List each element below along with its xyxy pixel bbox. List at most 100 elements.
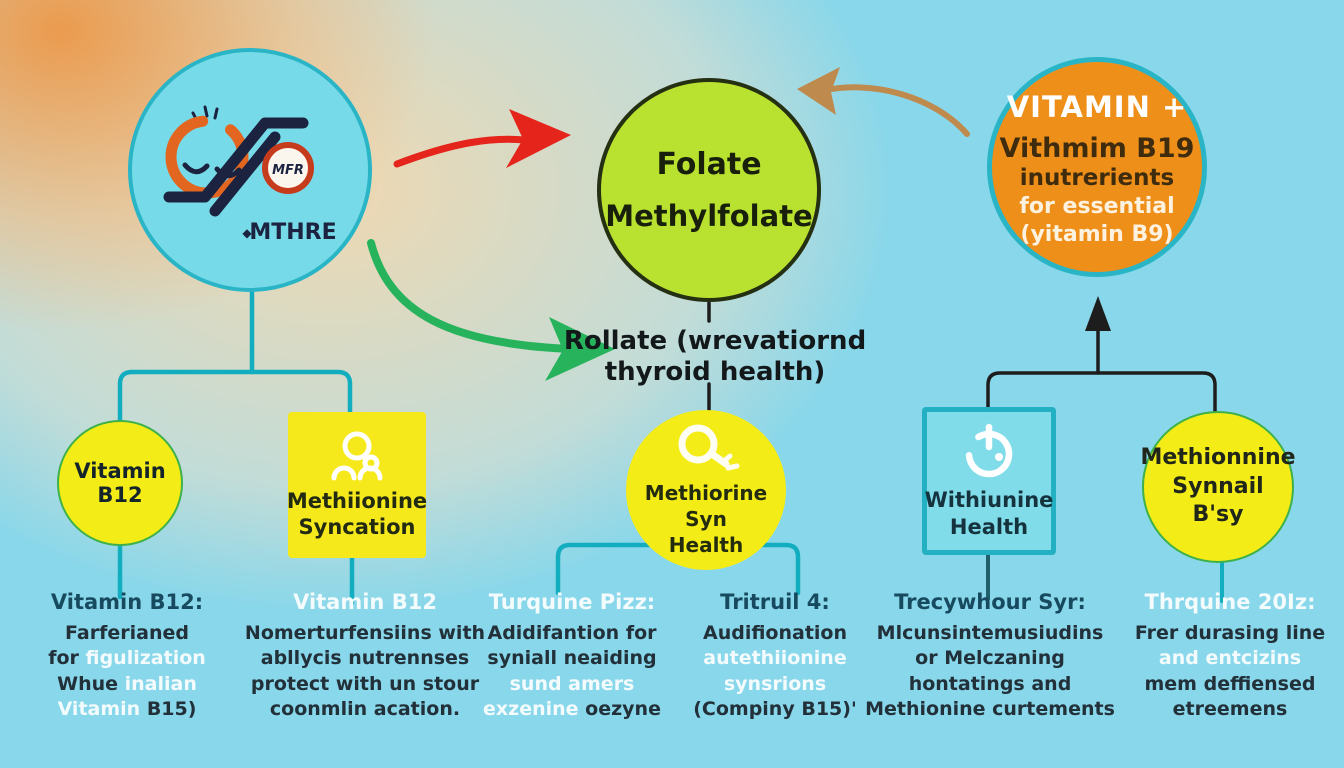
column-text-line: synsrions xyxy=(645,672,905,697)
up-arrowhead xyxy=(1085,296,1111,331)
vitamin-circle: VITAMIN + Vithmim B19 inutrerients for e… xyxy=(987,57,1207,277)
methiorine-syn-circle: Methiorine Syn Health xyxy=(626,410,786,570)
methylfolate-line: Methylfolate xyxy=(605,199,813,233)
note-column-trecywhour: Trecywhour Syr: Mlcunsintemusiudins or Mel… xyxy=(860,590,1120,723)
folate-line: Folate xyxy=(656,147,762,182)
column-text-segment: hontatings and xyxy=(908,672,1072,695)
column-text-line: etreemens xyxy=(1100,697,1344,722)
column-text-line: exzenine oezyne xyxy=(442,697,702,722)
column-text-line: coonmlin acation. xyxy=(235,697,495,722)
column-text-segment: figulization xyxy=(85,647,206,670)
red-arrow xyxy=(393,109,571,168)
mfr-badge-ring-icon xyxy=(262,142,314,194)
zigzag-band-icon xyxy=(163,117,309,217)
column-text-segment: Frer durasing line xyxy=(1134,622,1326,644)
syn-circle-line-2: Health xyxy=(668,533,744,557)
column-text-line: Audifionation xyxy=(645,621,905,646)
column-text-line: and entcizins xyxy=(1100,646,1344,671)
column-text-segment: (Compiny B15)' xyxy=(693,698,857,721)
column-text-segment: or Melczaning xyxy=(915,647,1065,670)
green-arrow xyxy=(367,239,615,381)
column-text-segment: Farferianed xyxy=(65,622,189,644)
vitamin-line-4: for essential xyxy=(1019,193,1175,219)
column-text-line: or Melczaning xyxy=(860,646,1120,671)
column-text-line: sund amers xyxy=(442,672,702,697)
mthfr-logo-circle: MFR ◆ MTHRE xyxy=(128,48,372,292)
power-icon xyxy=(965,423,1013,477)
column-heading: Turquine Pizz: xyxy=(488,590,656,614)
column-text-segment: synsrions xyxy=(723,672,827,695)
column-text-line: Vitamin B15) xyxy=(0,697,257,722)
vitamin-b12-circle: Vitamin B12 xyxy=(57,420,183,546)
mthfr-logo: MFR ◆ MTHRE xyxy=(163,105,337,245)
magnifier-key-icon xyxy=(678,424,740,471)
rollate-caption: Rollate (wrevatiornd thyroid health) xyxy=(555,326,875,388)
rollate-caption-line-2: thyroid health) xyxy=(604,357,826,388)
column-text-segment: Whue xyxy=(57,672,125,695)
column-text-segment: Nomerturfensiins with xyxy=(244,622,486,644)
column-text-line: for figulization xyxy=(0,646,257,671)
column-text-segment: sund amers xyxy=(509,672,635,695)
column-text-line: protect with un stour xyxy=(235,672,495,697)
column-text-line: Adidifantion for xyxy=(442,621,702,646)
note-column-thrquine: Thrquine 20Iz: Frer durasing line and entc… xyxy=(1100,590,1344,723)
syn-circle-line-1: Methiorine Syn xyxy=(644,481,768,531)
vitamin-title: VITAMIN + xyxy=(1006,90,1188,125)
column-text-segment: exzenine xyxy=(483,698,586,721)
column-heading: Thrquine 20Iz: xyxy=(1144,590,1316,614)
column-text-segment: Adidifantion for xyxy=(487,622,657,644)
column-heading: Vitamin B12 xyxy=(293,590,437,614)
column-text-line: autethiionine xyxy=(645,646,905,671)
column-text-line: Whue inalian xyxy=(0,672,257,697)
note-column-turquine-pizz: Turquine Pizz: Adidifantion for syniall ne… xyxy=(442,590,702,723)
orange-curved-arrow xyxy=(797,67,970,137)
column-text-segment: coonmlin acation. xyxy=(269,698,461,721)
column-text-segment: etreemens xyxy=(1172,698,1288,721)
folate-circle: Folate Methylfolate xyxy=(597,78,821,302)
column-text-line: Mlcunsintemusiudins xyxy=(860,621,1120,646)
column-text-segment: B15) xyxy=(146,698,197,721)
column-text-segment: for xyxy=(48,647,86,670)
vitamin-line-5: (yitamin B9) xyxy=(1020,222,1174,248)
column-text-segment: mem deffiensed xyxy=(1144,672,1316,695)
column-text-segment: and entcizins xyxy=(1158,647,1302,670)
synnail-line-2: Synnail B'sy xyxy=(1172,473,1264,528)
column-text-line: syniall neaiding xyxy=(442,646,702,671)
teal-tree-left xyxy=(117,286,355,606)
column-text-segment: protect with un stour xyxy=(250,672,480,695)
column-text-segment: syniall neaiding xyxy=(487,647,657,670)
methionnine-synnail-circle: Methionnine Synnail B'sy xyxy=(1140,411,1296,563)
health-box-line-2: Health xyxy=(949,515,1029,539)
mthre-label: MTHRE xyxy=(249,220,336,245)
column-text-segment: inalian xyxy=(124,672,197,695)
column-text-line: Nomerturfensiins with xyxy=(235,621,495,646)
methionine-box-line-1: Methiionine xyxy=(286,488,428,513)
methionine-syncation-box: Methiionine Syncation xyxy=(286,412,428,558)
synnail-line-1: Methionnine xyxy=(1140,445,1296,471)
vitamin-b12-label: Vitamin B12 xyxy=(74,459,166,507)
column-text-segment: oezyne xyxy=(585,698,661,721)
vitamin-line-3: inutrerients xyxy=(1019,165,1175,192)
column-text-line: hontatings and xyxy=(860,672,1120,697)
column-text-line: Frer durasing line xyxy=(1100,621,1344,646)
column-text-line: mem deffiensed xyxy=(1100,672,1344,697)
health-box-line-1: Withiunine xyxy=(924,487,1054,512)
column-text-segment: Audifionation xyxy=(702,622,847,644)
column-text-line: Methionine curtements xyxy=(860,697,1120,722)
column-text-segment: abllycis nutrennses xyxy=(260,647,470,670)
column-heading: Trecywhour Syr: xyxy=(894,590,1086,614)
mfr-badge-text: MFR xyxy=(272,163,304,178)
column-text-segment: Vitamin xyxy=(57,698,147,721)
column-text-segment: Mlcunsintemusiudins xyxy=(876,622,1104,644)
methionine-box-line-2: Syncation xyxy=(298,515,416,539)
rollate-caption-line-1: Rollate (wrevatiornd xyxy=(563,326,867,356)
people-icon xyxy=(331,431,383,481)
black-tree-right xyxy=(986,322,1217,414)
column-heading: Vitamin B12: xyxy=(50,590,204,614)
column-text-line: abllycis nutrennses xyxy=(235,646,495,671)
column-text-segment: Methionine curtements xyxy=(865,698,1115,721)
